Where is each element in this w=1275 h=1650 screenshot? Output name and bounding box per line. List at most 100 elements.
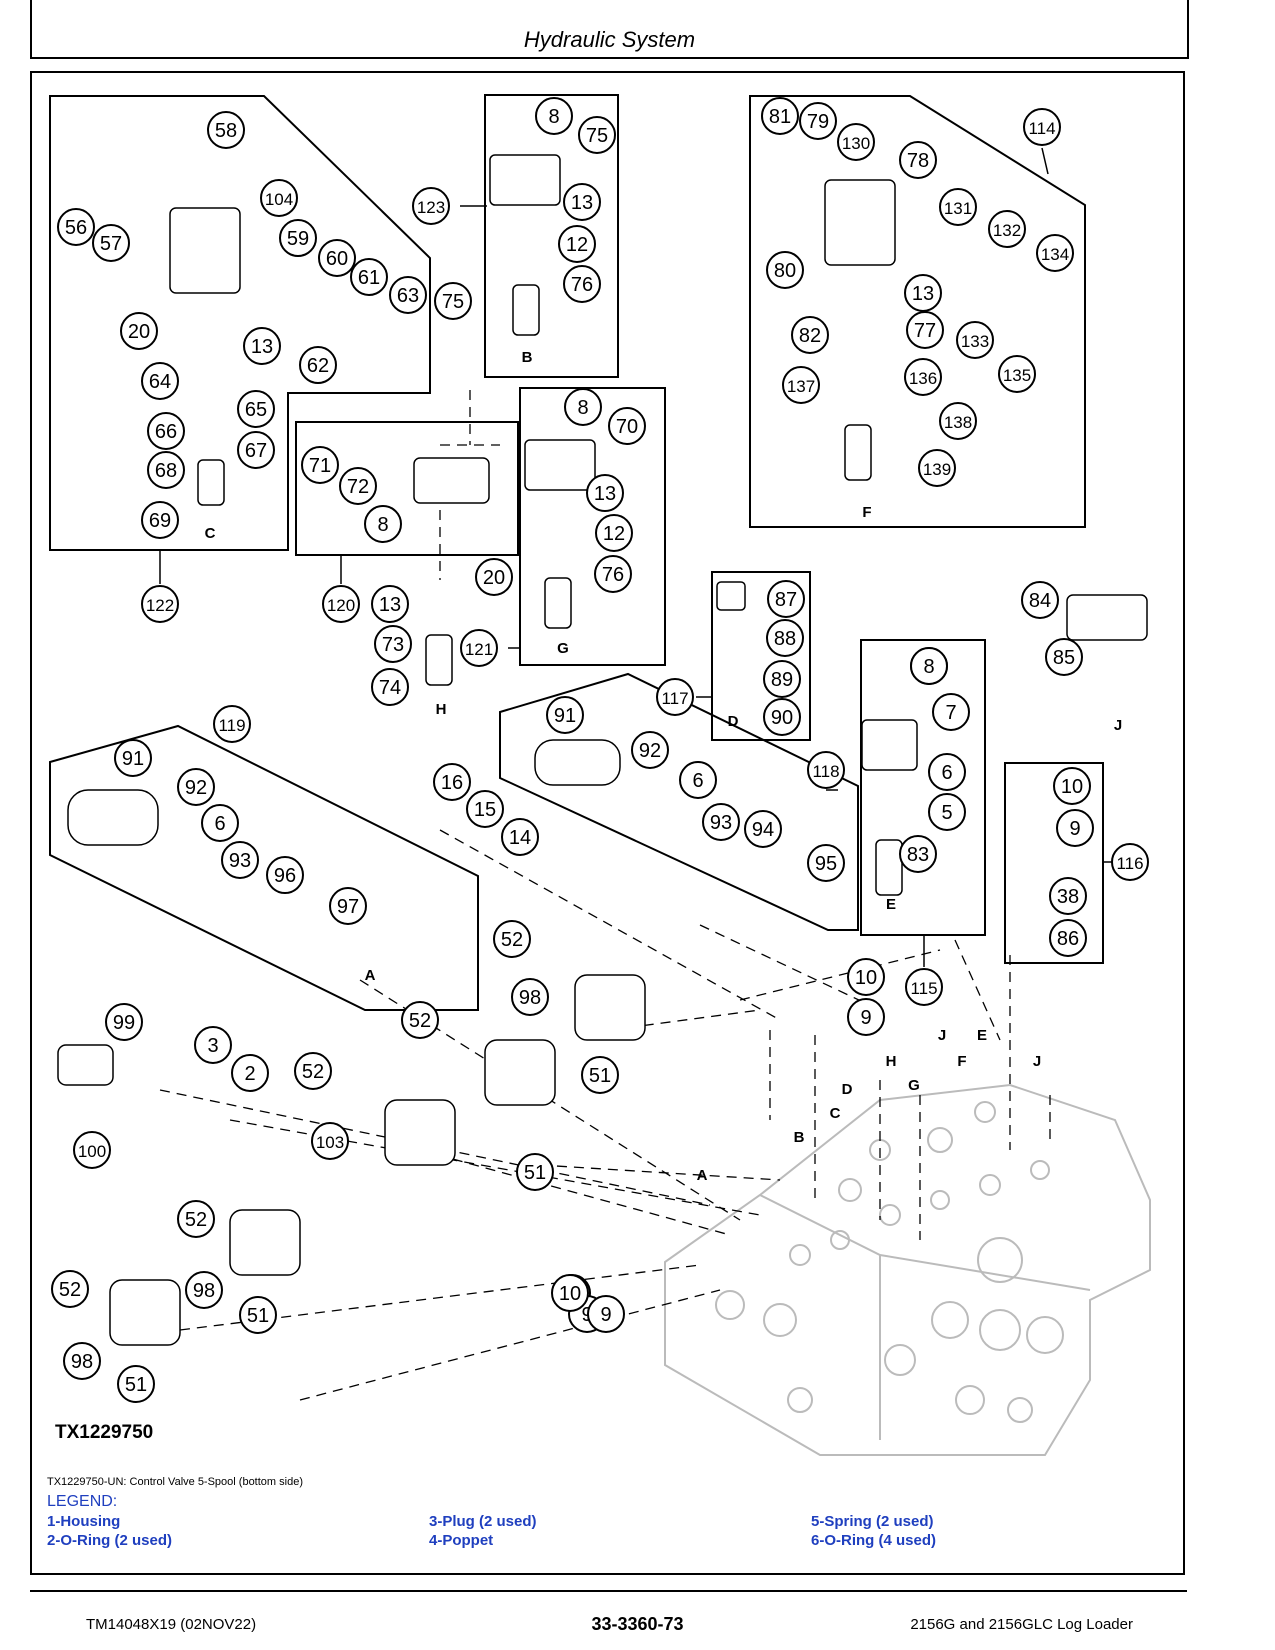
callout-circle [928,793,966,831]
callout-138: 138 [939,402,977,440]
callout-circle [63,1342,101,1380]
figure-id: TX1229750 [55,1422,154,1443]
callout-83: 83 [899,835,937,873]
callout-circle [939,188,977,226]
connection-letter-C: C [830,1105,841,1122]
callout-2: 2 [231,1054,269,1092]
connection-letter-G: G [557,640,569,657]
callout-circle [1021,581,1059,619]
callout-65: 65 [237,390,275,428]
group-box-117 [711,571,811,741]
callout-circle [782,366,820,404]
callout-95: 95 [807,844,845,882]
callout-114: 114 [1023,108,1061,146]
callout-98: 98 [511,978,549,1016]
connection-letter-A: A [697,1167,708,1184]
callout-label: 64 [149,371,171,393]
legend-column-3: 5-Spring (2 used) 6-O-Ring (4 used) [811,1512,936,1550]
callout-circle [763,660,801,698]
callout-circle [57,208,95,246]
callout-label: 56 [65,217,87,239]
callout-circle [141,501,179,539]
cover-7 [861,719,918,771]
cover-75-upper [489,154,561,206]
callout-15: 15 [466,790,504,828]
callout-circle [594,555,632,593]
callout-label: 98 [71,1351,93,1373]
callout-51: 51 [117,1365,155,1403]
callout-60: 60 [318,239,356,277]
callout-circle [371,585,409,623]
callout-134: 134 [1036,234,1074,272]
callout-circle [1049,919,1087,957]
connection-letter-D: D [842,1081,853,1098]
callout-88: 88 [766,619,804,657]
callout-circle [1045,638,1083,676]
callout-circle [847,998,885,1036]
callout-label: 116 [1116,854,1143,873]
callout-circle [761,97,799,135]
callout-circle [910,647,948,685]
cover-75-lower [524,439,596,491]
callout-label: 91 [122,748,144,770]
callout-62: 62 [299,346,337,384]
callout-label: 6 [214,813,225,835]
callout-93: 93 [702,803,740,841]
callout-label: 119 [218,716,245,735]
callout-label: 87 [775,589,797,611]
callout-label: 10 [1061,776,1083,798]
cartridge-69 [197,459,225,506]
callout-13: 13 [904,274,942,312]
callout-20: 20 [475,558,513,596]
connection-letter-D: D [728,713,739,730]
callout-circle [260,179,298,217]
callout-label: 8 [377,514,388,536]
callout-circle [904,358,942,396]
callout-label: 15 [474,799,496,821]
callout-circle [766,619,804,657]
callout-label: 52 [185,1209,207,1231]
valve-housing [664,1083,1151,1456]
callout-circle [105,1003,143,1041]
callout-circle [120,312,158,350]
footer-model: 2156G and 2156GLC Log Loader [910,1616,1133,1633]
callout-label: 122 [146,596,174,615]
callout-circle [460,629,498,667]
callout-86: 86 [1049,919,1087,957]
callout-8: 8 [910,647,948,685]
callout-79: 79 [799,102,837,140]
callout-97: 97 [329,887,367,925]
callout-circle [51,1270,89,1308]
callout-circle [177,1200,215,1238]
group-box-116 [1004,762,1104,964]
callout-label: 134 [1041,245,1069,264]
flange-98-b [484,1039,556,1106]
callout-circle [656,678,694,716]
callout-6: 6 [928,753,966,791]
callout-label: 20 [483,567,505,589]
callout-circle [147,412,185,450]
callout-circle [586,474,624,512]
callout-circle [339,467,377,505]
callout-circle [516,1153,554,1191]
plug-87 [716,581,746,611]
callout-117: 117 [656,678,694,716]
callout-label: 63 [397,285,419,307]
callout-label: 57 [100,233,122,255]
callout-5: 5 [928,793,966,831]
callout-label: 14 [509,827,531,849]
callout-circle [243,327,281,365]
callout-circle [92,224,130,262]
group-box-121 [519,387,666,666]
callout-label: 13 [571,192,593,214]
callout-label: 135 [1003,366,1031,385]
callout-116: 116 [1111,843,1149,881]
callout-label: 73 [382,634,404,656]
callout-label: 79 [807,111,829,133]
callout-label: 51 [589,1065,611,1087]
connection-letter-E: E [886,896,896,913]
callout-label: 76 [602,564,624,586]
callout-78: 78 [899,141,937,179]
legend-column-1: 1-Housing 2-O-Ring (2 used) [47,1512,172,1550]
connection-letter-G: G [908,1077,920,1094]
